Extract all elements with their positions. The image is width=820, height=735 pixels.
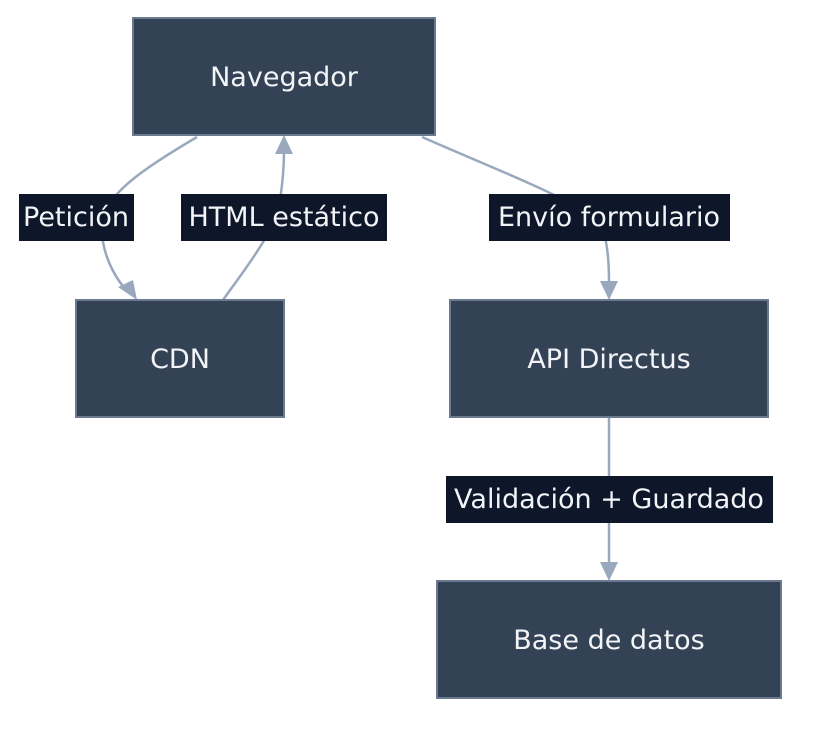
label-peticion-text: Petición [23,202,129,233]
node-box [132,17,436,136]
label-background [489,194,730,241]
arrow-head [600,281,618,300]
label-html-estatico: HTML estático [181,194,387,241]
label-background [19,194,134,241]
node-api-directus: API Directus [449,299,769,418]
label-envio-formulario: Envío formulario [489,194,730,241]
node-box [449,299,769,418]
label-validacion: Validación + Guardado [446,476,773,523]
arrow-head [600,562,618,581]
label-background [181,194,387,241]
node-cdn-label: CDN [150,344,210,375]
label-envio-formulario-text: Envío formulario [498,202,720,233]
arrow-head [275,135,293,154]
node-cdn: CDN [75,299,285,418]
label-validacion-text: Validación + Guardado [454,484,764,515]
node-api-directus-label: API Directus [527,344,690,375]
node-base-de-datos-label: Base de datos [513,625,705,656]
arrow-head [118,280,137,300]
label-peticion: Petición [19,194,134,241]
node-navegador-label: Navegador [210,62,359,93]
label-html-estatico-text: HTML estático [189,202,380,233]
node-box [75,299,285,418]
node-navegador: Navegador [132,17,436,136]
label-background [446,476,773,523]
node-base-de-datos: Base de datos [436,580,782,699]
node-box [436,580,782,699]
